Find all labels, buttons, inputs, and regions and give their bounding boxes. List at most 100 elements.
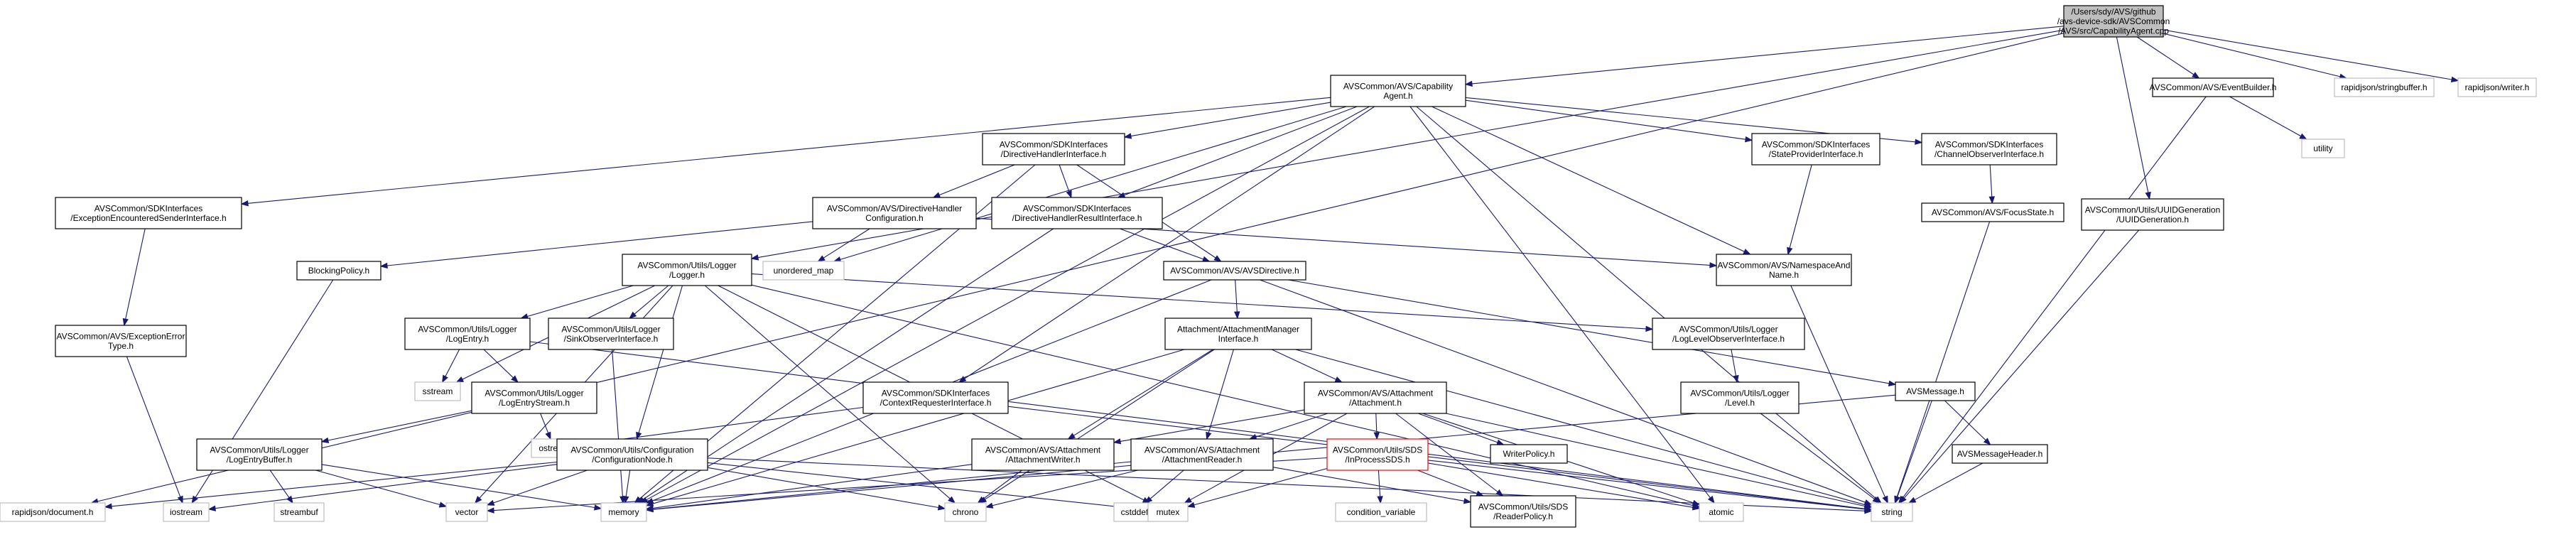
node-label-line: /Users/sdy/AVS/github	[2071, 7, 2155, 17]
node-rj_stringbuffer: rapidjson/stringbuffer.h	[2334, 77, 2435, 97]
edge-avsmsgheader-to-string	[1907, 462, 1984, 504]
node-capagent[interactable]: AVSCommon/AVS/CapabilityAgent.h	[1330, 75, 1466, 107]
node-label-line: streambuf	[280, 507, 318, 517]
node-label-line: unordered_map	[774, 266, 834, 276]
node-label-line: AVSCommon/AVS/Attachment	[1144, 445, 1260, 455]
edge-logger-to-confignode	[636, 285, 683, 440]
node-box	[556, 438, 708, 471]
node-blockingpolicy[interactable]: BlockingPolicy.h	[296, 261, 381, 281]
node-box	[2334, 77, 2435, 97]
node-label-line: WriterPolicy.h	[1503, 449, 1555, 459]
node-box	[812, 197, 977, 229]
node-label-line: AVSMessage.h	[1906, 386, 1964, 396]
node-label-line: AVSCommon/AVS/Capability	[1343, 81, 1453, 91]
node-box	[1680, 381, 1800, 414]
node-label-line: /UUIDGeneration.h	[2116, 215, 2189, 224]
edge-capagent-to-ctxreq_if	[958, 106, 1375, 383]
node-label-line: sstream	[423, 386, 453, 396]
edge-logentrybuffer-to-vector	[315, 470, 448, 508]
node-utility: utility	[2301, 139, 2345, 158]
node-avsmessage[interactable]: AVSMessage.h	[1895, 381, 1976, 401]
edge-avsdirective-to-avsmessage	[1288, 279, 1897, 386]
node-logentry[interactable]: AVSCommon/Utils/Logger/LogEntry.h	[404, 318, 531, 350]
node-eventbuilder[interactable]: AVSCommon/AVS/EventBuilder.h	[2150, 77, 2277, 97]
edge-inprocsds-to-atomic	[1427, 462, 1701, 511]
edge-logentry-to-logentrystream	[483, 349, 519, 383]
node-attwriter[interactable]: AVSCommon/AVS/Attachment/AttachmentWrite…	[971, 438, 1115, 471]
node-label-line: AVSCommon/Utils/UUIDGeneration	[2085, 205, 2221, 215]
node-box	[1871, 502, 1913, 522]
node-label-line: iostream	[170, 507, 202, 517]
node-label-line: AVSCommon/Utils/Logger	[1690, 388, 1789, 398]
node-dirhandler_if[interactable]: AVSCommon/SDKInterfaces/DirectiveHandler…	[982, 133, 1125, 166]
edge-root-to-rj_writer	[2163, 29, 2459, 83]
node-box	[2457, 77, 2537, 97]
edge-loglevelobs-to-level	[1731, 349, 1739, 384]
node-box	[971, 438, 1115, 471]
edge-root-to-capagent	[1464, 26, 2064, 87]
node-uuidgen[interactable]: AVSCommon/Utils/UUIDGeneration/UUIDGener…	[2081, 198, 2224, 231]
node-box	[622, 254, 752, 286]
node-label-line: vector	[455, 507, 479, 517]
node-condvar: condition_variable	[1335, 502, 1427, 522]
node-box	[55, 325, 187, 357]
node-label-line: Agent.h	[1383, 91, 1412, 101]
node-attachment[interactable]: AVSCommon/AVS/Attachment/Attachment.h	[1304, 381, 1447, 414]
node-label-line: AVSCommon/Utils/Logger	[485, 388, 583, 398]
node-ctxreq_if[interactable]: AVSCommon/SDKInterfaces/ContextRequester…	[862, 381, 1009, 414]
node-label-line: AVSCommon/AVS/FocusState.h	[1932, 207, 2054, 217]
node-box	[296, 261, 381, 281]
node-confignode[interactable]: AVSCommon/Utils/Configuration/Configurat…	[556, 438, 708, 471]
node-sinkobs[interactable]: AVSCommon/Utils/Logger/SinkObserverInter…	[548, 318, 674, 350]
node-avsdirective[interactable]: AVSCommon/AVS/AVSDirective.h	[1163, 261, 1306, 281]
node-label-line: /StateProviderInterface.h	[1769, 149, 1863, 159]
node-readerpolicy[interactable]: AVSCommon/Utils/SDS/ReaderPolicy.h	[1470, 495, 1576, 528]
node-loglevelobs[interactable]: AVSCommon/Utils/Logger/LogLevelObserverI…	[1652, 318, 1805, 350]
node-label-line: /Attachment.h	[1349, 398, 1402, 408]
node-box	[1163, 261, 1306, 281]
node-box	[404, 318, 531, 350]
node-writerpolicy[interactable]: WriterPolicy.h	[1490, 444, 1568, 464]
node-dirhandler_res[interactable]: AVSCommon/SDKInterfaces/DirectiveHandler…	[991, 197, 1163, 229]
node-label-line: AVSCommon/AVS/Attachment	[1318, 388, 1434, 398]
node-chanobs_if[interactable]: AVSCommon/SDKInterfaces/ChannelObserverI…	[1921, 133, 2057, 166]
node-focusstate[interactable]: AVSCommon/AVS/FocusState.h	[1921, 202, 2064, 222]
node-logentrystream[interactable]: AVSCommon/Utils/Logger/LogEntryStream.h	[471, 381, 597, 414]
edge-uuidgen-to-string	[1899, 229, 2140, 504]
node-logger[interactable]: AVSCommon/Utils/Logger/Logger.h	[622, 254, 752, 286]
node-label-line: AVSCommon/AVS/NamespaceAnd	[1718, 260, 1851, 270]
edge-confignode-to-rj_document	[104, 461, 558, 509]
node-logentrybuffer[interactable]: AVSCommon/Utils/Logger/LogEntryBuffer.h	[196, 438, 323, 471]
node-label-line: /SinkObserverInterface.h	[564, 334, 659, 344]
edge-logentry-to-sstream	[442, 349, 460, 384]
node-label-line: AVSCommon/SDKInterfaces	[1023, 203, 1132, 213]
node-label-line: AVSMessageHeader.h	[1957, 449, 2043, 459]
edge-attreader-to-chrono	[985, 470, 1138, 509]
node-dirhandler_cfg[interactable]: AVSCommon/AVS/DirectiveHandlerConfigurat…	[812, 197, 977, 229]
node-avsmsgheader[interactable]: AVSMessageHeader.h	[1952, 444, 2048, 464]
edge-inprocsds-to-condvar	[1377, 470, 1383, 504]
node-root[interactable]: /Users/sdy/AVS/github/avs-device-sdk/AVS…	[2057, 5, 2170, 38]
node-unordered_map: unordered_map	[762, 261, 845, 281]
node-box	[862, 381, 1009, 414]
node-label-line: atomic	[1709, 507, 1733, 517]
node-label-line: /LogEntryStream.h	[499, 398, 570, 408]
node-level[interactable]: AVSCommon/Utils/Logger/Level.h	[1680, 381, 1800, 414]
edge-attachment-to-inprocsds	[1373, 413, 1380, 440]
edge-capagent-to-atomic	[1409, 106, 1715, 504]
node-excsender_if[interactable]: AVSCommon/SDKInterfaces/ExceptionEncount…	[55, 197, 242, 229]
edge-level-to-string	[1760, 413, 1880, 504]
node-inprocsds[interactable]: AVSCommon/Utils/SDS/InProcessSDS.h	[1326, 438, 1429, 471]
node-label-line: AVSCommon/AVS/Attachment	[985, 445, 1101, 455]
node-string: string	[1871, 502, 1913, 522]
node-stateprov_if[interactable]: AVSCommon/SDKInterfaces/StateProviderInt…	[1751, 133, 1880, 166]
node-label-line: /DirectiveHandlerResultInterface.h	[1012, 213, 1142, 223]
node-label-line: AVSCommon/Utils/SDS	[1478, 501, 1568, 511]
node-attreader[interactable]: AVSCommon/AVS/Attachment/AttachmentReade…	[1130, 438, 1274, 471]
node-label-line: Configuration.h	[865, 213, 923, 223]
edge-confignode-to-memory	[623, 470, 631, 504]
node-box	[1652, 318, 1805, 350]
